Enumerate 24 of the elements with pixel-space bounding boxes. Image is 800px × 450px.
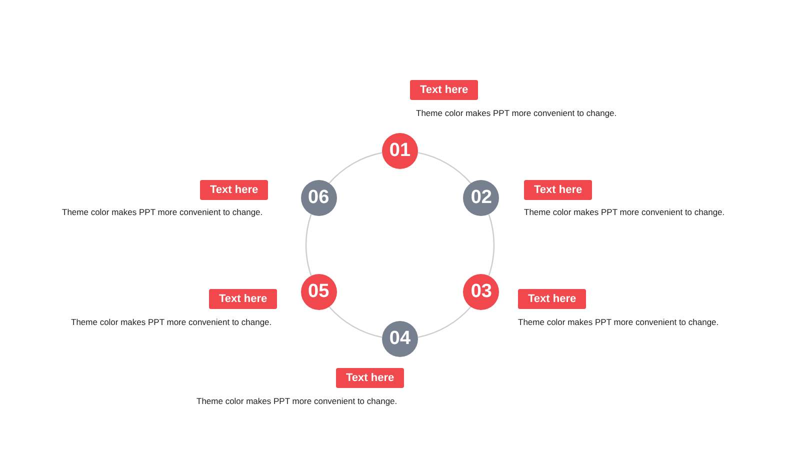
ring-arc — [328, 152, 382, 184]
title-tag: Text here — [518, 289, 586, 309]
description-text: Theme color makes PPT more convenient to change. — [524, 207, 725, 217]
step-number-circle: 06 — [300, 180, 337, 216]
step-number-circle: 01 — [382, 133, 418, 169]
title-tag: Text here — [200, 180, 268, 200]
description-text: Theme color makes PPT more convenient to change. — [416, 108, 617, 118]
description-text: Theme color makes PPT more convenient to change. — [71, 317, 272, 327]
ring-arc — [305, 214, 312, 276]
ring-arc — [488, 214, 495, 276]
ring-arc — [418, 306, 472, 338]
ring-arc — [418, 152, 472, 184]
title-tag: Text here — [524, 180, 592, 200]
step-number-circle: 04 — [382, 321, 418, 357]
step-number-circle: 02 — [463, 180, 500, 216]
description-text: Theme color makes PPT more convenient to change. — [518, 317, 719, 327]
step-number-circle: 05 — [300, 274, 337, 310]
ring-arc — [328, 306, 382, 338]
title-tag: Text here — [336, 368, 404, 388]
description-text: Theme color makes PPT more convenient to change. — [196, 396, 398, 406]
title-tag: Text here — [209, 289, 278, 309]
description-text: Theme color makes PPT more convenient to change. — [62, 207, 263, 217]
title-tag: Text here — [410, 80, 478, 100]
step-number-circle: 03 — [463, 274, 500, 310]
